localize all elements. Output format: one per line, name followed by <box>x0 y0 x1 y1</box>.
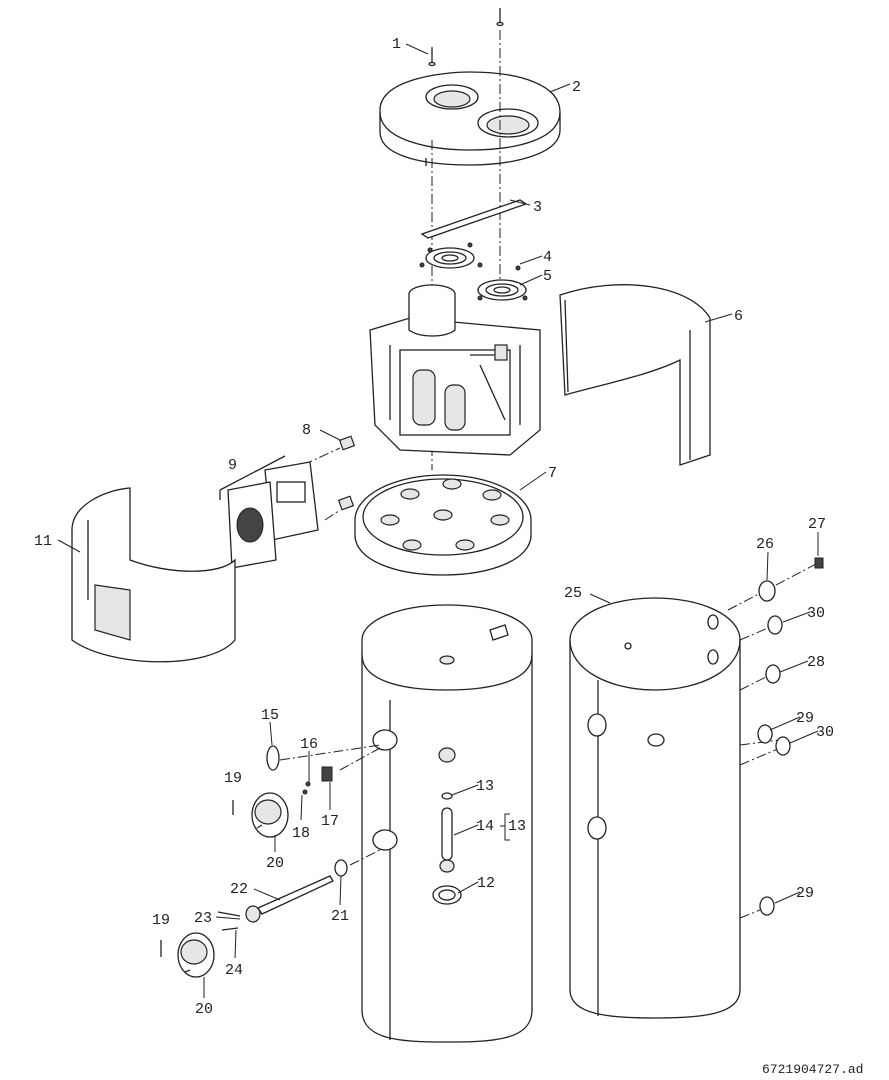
callout-13: 13 <box>508 818 526 835</box>
callout-6: 6 <box>734 308 743 325</box>
callout-25: 25 <box>564 585 582 602</box>
callout-11: 11 <box>34 533 52 550</box>
side-panel <box>559 284 711 466</box>
base-plate <box>354 474 532 576</box>
top-cover <box>379 71 561 166</box>
callout-17: 17 <box>321 813 339 830</box>
tank-jacket <box>569 597 741 1019</box>
callout-4: 4 <box>543 249 552 266</box>
callout-21: 21 <box>331 908 349 925</box>
front-panel <box>71 487 236 663</box>
callout-16: 16 <box>300 736 318 753</box>
leader-lines <box>57 43 819 998</box>
callout-29: 29 <box>796 710 814 727</box>
storage-tank <box>361 604 533 1043</box>
callout-29: 29 <box>796 885 814 902</box>
connection-fittings <box>727 557 824 919</box>
callout-9: 9 <box>228 457 237 474</box>
callout-18: 18 <box>292 825 310 842</box>
callout-20: 20 <box>266 855 284 872</box>
callout-1: 1 <box>392 36 401 53</box>
callout-28: 28 <box>807 654 825 671</box>
callout-24: 24 <box>225 962 243 979</box>
callout-14: 14 <box>476 818 494 835</box>
callout-5: 5 <box>543 268 552 285</box>
callout-labels: 1 2 3 4 5 6 7 8 9 11 25 26 27 30 28 29 3… <box>34 36 834 1018</box>
screw <box>428 8 504 67</box>
heat-pump-module <box>369 284 541 456</box>
callout-8: 8 <box>302 422 311 439</box>
callout-13: 13 <box>476 778 494 795</box>
callout-7: 7 <box>548 465 557 482</box>
callout-19: 19 <box>152 912 170 929</box>
document-number: 6721904727.ad <box>762 1062 863 1077</box>
callout-12: 12 <box>477 875 495 892</box>
callout-19: 19 <box>224 770 242 787</box>
callout-23: 23 <box>194 910 212 927</box>
callout-20: 20 <box>195 1001 213 1018</box>
callout-2: 2 <box>572 79 581 96</box>
controller <box>219 455 319 569</box>
fan-guard <box>419 242 528 301</box>
callout-3: 3 <box>533 199 542 216</box>
callout-26: 26 <box>756 536 774 553</box>
callout-27: 27 <box>808 516 826 533</box>
callout-30: 30 <box>816 724 834 741</box>
callout-22: 22 <box>230 881 248 898</box>
bracket <box>420 199 528 239</box>
heater-parts <box>160 744 381 978</box>
callout-15: 15 <box>261 707 279 724</box>
callout-30: 30 <box>807 605 825 622</box>
